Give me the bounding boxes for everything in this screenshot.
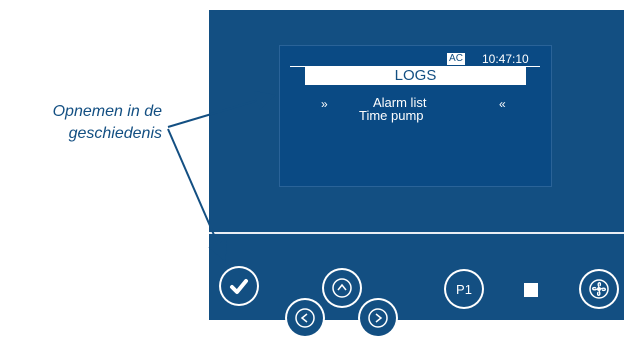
selector-left-marker: » <box>321 97 328 111</box>
arrow-left-icon <box>287 300 323 336</box>
checkmark-icon <box>221 268 257 304</box>
p1-label: P1 <box>446 271 482 307</box>
selector-right-marker: « <box>499 97 506 111</box>
menu-item-time-pump[interactable]: Time pump <box>359 108 424 123</box>
menu-item-alarm-list[interactable]: Alarm list <box>373 95 427 110</box>
status-badge: AC <box>447 53 465 65</box>
annotation-line-1: Opnemen in de <box>52 103 162 120</box>
annotation-text: Opnemen in de geschiedenis <box>10 101 162 145</box>
arrow-up-icon <box>324 270 360 306</box>
fan-icon <box>581 271 617 307</box>
fan-button[interactable] <box>579 269 619 309</box>
annotation-line-2: geschiedenis <box>68 125 162 142</box>
right-button[interactable] <box>358 298 398 338</box>
up-button[interactable] <box>322 268 362 308</box>
screen-title: LOGS <box>305 67 526 85</box>
stop-square-indicator[interactable] <box>524 283 538 297</box>
panel-divider <box>209 232 624 234</box>
confirm-button[interactable] <box>219 266 259 306</box>
arrow-to-display <box>167 90 276 128</box>
arrow-right-icon <box>360 300 396 336</box>
annotation-arrows <box>167 90 276 262</box>
arrow-to-confirm-button <box>167 128 227 262</box>
left-button[interactable] <box>285 298 325 338</box>
p1-button[interactable]: P1 <box>444 269 484 309</box>
lcd-header-divider <box>290 66 540 67</box>
clock-readout: 10:47:10 <box>482 52 529 66</box>
